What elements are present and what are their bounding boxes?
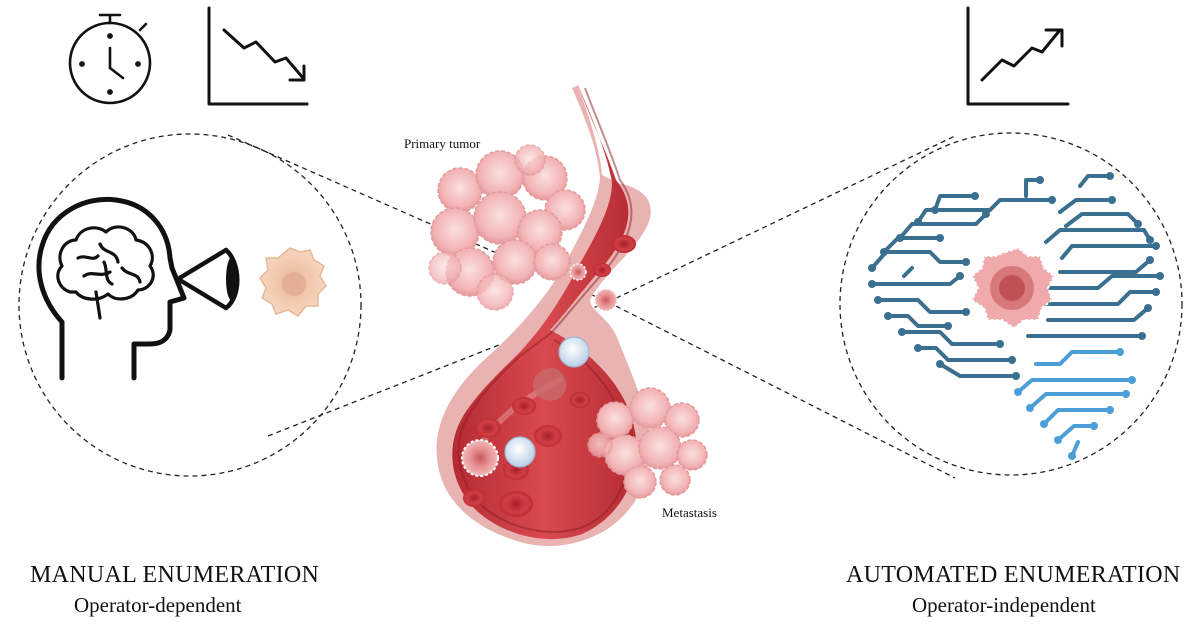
automated-tumor-cell [970, 246, 1056, 330]
brain-icon [56, 225, 155, 320]
trend-down-chart-icon [207, 6, 309, 106]
circulating-tumor-cell [461, 263, 618, 477]
white-blood-cell [504, 336, 590, 468]
human-head-brain-icon [36, 196, 187, 381]
primary-tumor-cluster [428, 144, 586, 311]
automated-title: AUTOMATED ENUMERATION [846, 562, 1181, 588]
red-blood-cell [463, 235, 636, 517]
automated-zoom-circle [839, 132, 1183, 476]
metastasis-cluster [587, 387, 708, 499]
stopwatch-icon [68, 13, 152, 105]
trend-up-chart-icon [966, 6, 1070, 106]
manual-title: MANUAL ENUMERATION [30, 562, 320, 588]
circuit-brain-icon [868, 172, 1164, 460]
automated-subtitle: Operator-independent [912, 593, 1096, 617]
eye-icon [175, 247, 240, 311]
manual-zoom-circle [18, 133, 362, 477]
metastasis-label: Metastasis [662, 505, 717, 520]
manual-subtitle: Operator-dependent [74, 593, 242, 617]
manual-cell [259, 247, 327, 317]
primary-tumor-label: Primary tumor [404, 136, 481, 151]
